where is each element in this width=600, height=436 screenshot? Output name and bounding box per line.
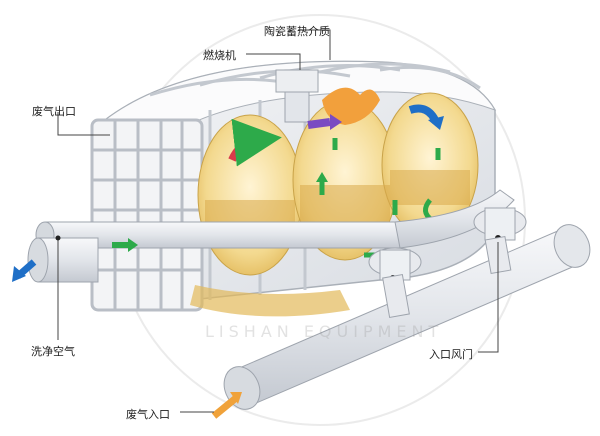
exhaust-inlet-pipe — [211, 224, 591, 419]
burner-unit — [275, 69, 319, 123]
cage-frame — [90, 118, 204, 312]
label-ceramic-media: 陶瓷蓄热介质 — [264, 25, 330, 38]
label-inlet-damper: 入口风门 — [429, 348, 473, 361]
label-clean-air: 洗净空气 — [31, 345, 75, 358]
clean-air-duct — [35, 189, 515, 252]
watermark: LISHAN EQUIPMENT — [205, 322, 444, 341]
label-exhaust-outlet: 废气出口 — [32, 105, 76, 118]
leader-lines — [57, 29, 499, 413]
label-exhaust-inlet: 废气入口 — [126, 408, 170, 421]
chamber-base — [190, 285, 350, 317]
leader-dot-clean-air — [55, 235, 61, 241]
exhaust-outlet-pipe — [12, 237, 99, 283]
label-burner: 燃烧机 — [203, 49, 236, 62]
flame — [322, 87, 380, 125]
